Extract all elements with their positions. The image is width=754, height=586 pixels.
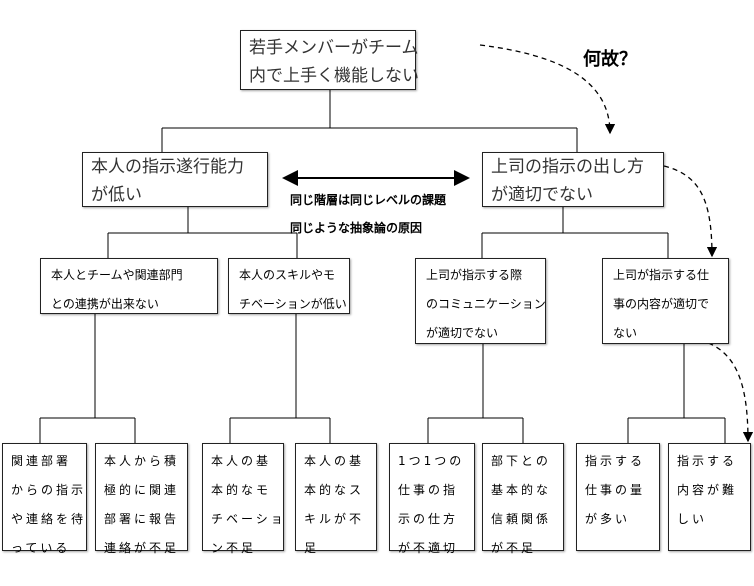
box-text: が低い xyxy=(91,185,142,205)
root-cause-box: 関連部署 からの指示 や連絡を待 っている xyxy=(2,443,87,555)
box-text: が適切でない xyxy=(491,185,593,205)
box-text: チベーションが低い xyxy=(239,297,347,311)
connector-d xyxy=(627,343,726,443)
box-text: 本人とチームや関連部門 xyxy=(51,268,183,282)
box-text: 本人から積 xyxy=(104,454,180,468)
cause-box-ability: 本人の指示遂行能力 が低い xyxy=(82,152,268,207)
root-cause-box: 1つ1つの 仕事の指 示の仕方 が不適切 xyxy=(389,443,475,555)
box-text: が不足 xyxy=(491,541,537,555)
box-text: 上司の指示の出し方 xyxy=(491,157,644,177)
box-text: や連絡を待 xyxy=(11,512,87,526)
box-text: 基本的な xyxy=(491,483,552,497)
box-text: 指示する xyxy=(585,454,646,468)
box-text: 本人の基 xyxy=(211,454,272,468)
cause-box-boss-instruction: 上司の指示の出し方 が適切でない xyxy=(482,152,664,207)
sub-cause-box: 本人のスキルやモ チベーションが低い xyxy=(228,258,350,314)
box-text: 指示する xyxy=(677,454,738,468)
root-problem-box: 若手メンバーがチーム 内で上手く機能しない xyxy=(240,30,419,90)
root-cause-box: 本人から積 極的に関連 部署に報告 連絡が不足 xyxy=(95,443,188,555)
box-text: 足 xyxy=(304,541,320,555)
box-text: 本的なス xyxy=(304,483,365,497)
box-text: 仕事の量 xyxy=(585,483,646,497)
box-text: 連絡が不足 xyxy=(104,541,180,555)
sub-cause-box: 上司が指示する際 のコミュニケーション が適切でない xyxy=(415,258,546,344)
box-text: との連携が出来ない xyxy=(51,297,159,311)
root-cause-box: 指示する 内容が難 しい xyxy=(668,443,751,551)
box-text: っている xyxy=(11,541,71,555)
box-text: 内で上手く機能しない xyxy=(249,66,419,86)
connector-root xyxy=(161,90,578,152)
box-text: が不適切 xyxy=(398,541,459,555)
root-cause-box: 本人の基 本的なモ チベーショ ン不足 xyxy=(202,443,286,555)
dashed-arrow-right xyxy=(663,165,718,258)
root-cause-box: 部下との 基本的な 信頼関係 が不足 xyxy=(482,443,564,555)
connector-a xyxy=(39,313,136,443)
box-text: 部署に報告 xyxy=(104,512,180,526)
same-level-note: 同じ階層は同じレベルの課題 同じような抽象論の原因 xyxy=(290,186,446,242)
box-text: のコミュニケーション xyxy=(426,297,546,311)
box-text: 事の内容が適切で xyxy=(613,297,710,311)
box-text: 信頼関係 xyxy=(491,512,552,526)
box-text: 内容が難 xyxy=(677,483,738,497)
note-text: 同じような抽象論の原因 xyxy=(290,221,423,235)
box-text: 1つ1つの xyxy=(398,454,465,468)
sub-cause-box: 本人とチームや関連部門 との連携が出来ない xyxy=(40,258,218,314)
box-text: からの指示 xyxy=(11,483,87,497)
box-text: が適切でない xyxy=(426,326,499,340)
box-text: 本人の指示遂行能力 xyxy=(91,157,244,177)
connector-right xyxy=(481,207,669,258)
box-text: ン不足 xyxy=(211,541,257,555)
root-cause-box: 指示する 仕事の量 が多い xyxy=(576,443,660,551)
box-text: 本的なモ xyxy=(211,483,272,497)
box-text: 部下との xyxy=(491,454,551,468)
box-text: 上司が指示する際 xyxy=(426,268,523,282)
box-text: 本人の基 xyxy=(304,454,365,468)
box-text: 示の仕方 xyxy=(398,512,459,526)
box-text: 関連部署 xyxy=(11,454,72,468)
box-text: 極的に関連 xyxy=(104,483,180,497)
dashed-arrow-bottom xyxy=(699,339,754,443)
sub-cause-box: 上司が指示する仕 事の内容が適切で ない xyxy=(602,258,729,344)
box-text: 若手メンバーがチーム xyxy=(249,38,419,58)
dashed-arrow-why xyxy=(479,44,616,135)
box-text: が多い xyxy=(585,512,631,526)
connector-b xyxy=(229,313,331,443)
root-cause-box: 本人の基 本的なス キルが不 足 xyxy=(295,443,377,555)
box-text: 上司が指示する仕 xyxy=(613,268,710,282)
connector-c xyxy=(427,343,524,443)
note-text: 同じ階層は同じレベルの課題 xyxy=(290,193,447,207)
box-text: 仕事の指 xyxy=(398,483,459,497)
box-text: しい xyxy=(677,512,708,526)
box-text: キルが不 xyxy=(304,512,365,526)
box-text: ない xyxy=(613,326,638,340)
connector-left xyxy=(107,207,298,258)
box-text: 本人のスキルやモ xyxy=(239,268,336,282)
box-text: チベーショ xyxy=(211,512,286,526)
why-label: 何故？ xyxy=(583,49,637,70)
